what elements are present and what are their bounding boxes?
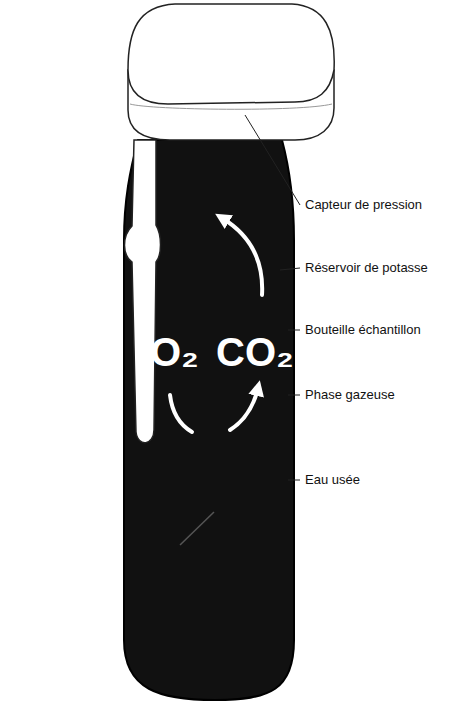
gas-formula: CO₂ [216, 330, 294, 374]
co2-arrow [230, 388, 258, 430]
cap-edge [130, 104, 332, 109]
callout-label: Eau usée [305, 473, 360, 487]
sample-bottle [124, 140, 294, 700]
liquid-mark [180, 512, 214, 545]
sensor-cap-top [128, 4, 334, 104]
leader-line [288, 480, 300, 481]
co2-up-arrow [222, 218, 262, 295]
leader-line [280, 268, 300, 270]
callout-label: Phase gazeuse [305, 388, 395, 402]
leader-line [288, 395, 300, 396]
callout-label: Bouteille échantillon [305, 323, 421, 337]
leader-line [245, 115, 300, 205]
gas-formula: O₂ [150, 330, 199, 374]
callout-label: Réservoir de potasse [305, 261, 428, 275]
o2-arrow [170, 395, 192, 432]
callout-label: Capteur de pression [305, 198, 422, 212]
potash-tube [125, 140, 161, 443]
